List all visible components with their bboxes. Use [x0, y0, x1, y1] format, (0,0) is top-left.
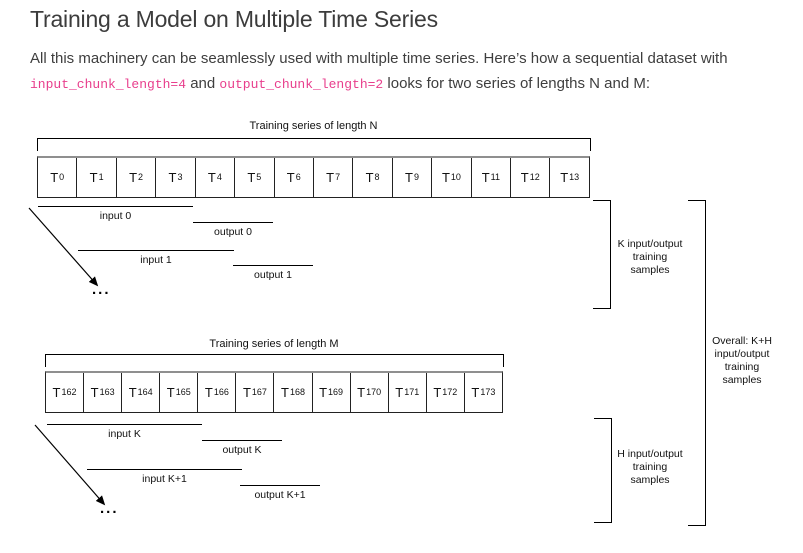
series-n-bracket [37, 138, 591, 151]
h-samples-bracket [594, 418, 612, 523]
code-output-chunk-length: output_chunk_length=2 [219, 77, 384, 92]
code-input-chunk-length: input_chunk_length=4 [30, 77, 187, 92]
segment-output-k: output K [202, 440, 282, 456]
ellipsis-n: ... [92, 281, 111, 298]
intro-text-2: and [186, 75, 220, 92]
series-n-title: Training series of length N [249, 120, 378, 132]
k-samples-label: K input/output training samples [617, 238, 683, 276]
segment-output-k1: output K+1 [240, 485, 320, 501]
more-samples-arrow-m [34, 424, 106, 506]
intro-text-3: looks for two series of lengths N and M: [383, 75, 651, 92]
more-samples-arrow-n [28, 207, 99, 287]
overall-samples-bracket [688, 200, 706, 526]
ellipsis-m: ... [100, 500, 119, 517]
segment-input-k1: input K+1 [87, 469, 242, 485]
k-samples-bracket [593, 200, 611, 309]
series-m-title: Training series of length M [209, 338, 339, 350]
segment-output-1: output 1 [233, 265, 313, 281]
page-title: Training a Model on Multiple Time Series [30, 6, 438, 32]
segment-input-1: input 1 [78, 250, 234, 266]
segment-input-k: input K [47, 424, 202, 440]
intro-text-1: All this machinery can be seamlessly use… [30, 50, 728, 67]
series-m-bracket [45, 354, 504, 367]
segment-input-0: input 0 [38, 206, 193, 222]
segment-output-0: output 0 [193, 222, 273, 238]
intro-paragraph: All this machinery can be seamlessly use… [30, 46, 778, 97]
h-samples-label: H input/output training samples [617, 448, 683, 486]
overall-samples-label: Overall: K+H input/output training sampl… [712, 335, 772, 386]
